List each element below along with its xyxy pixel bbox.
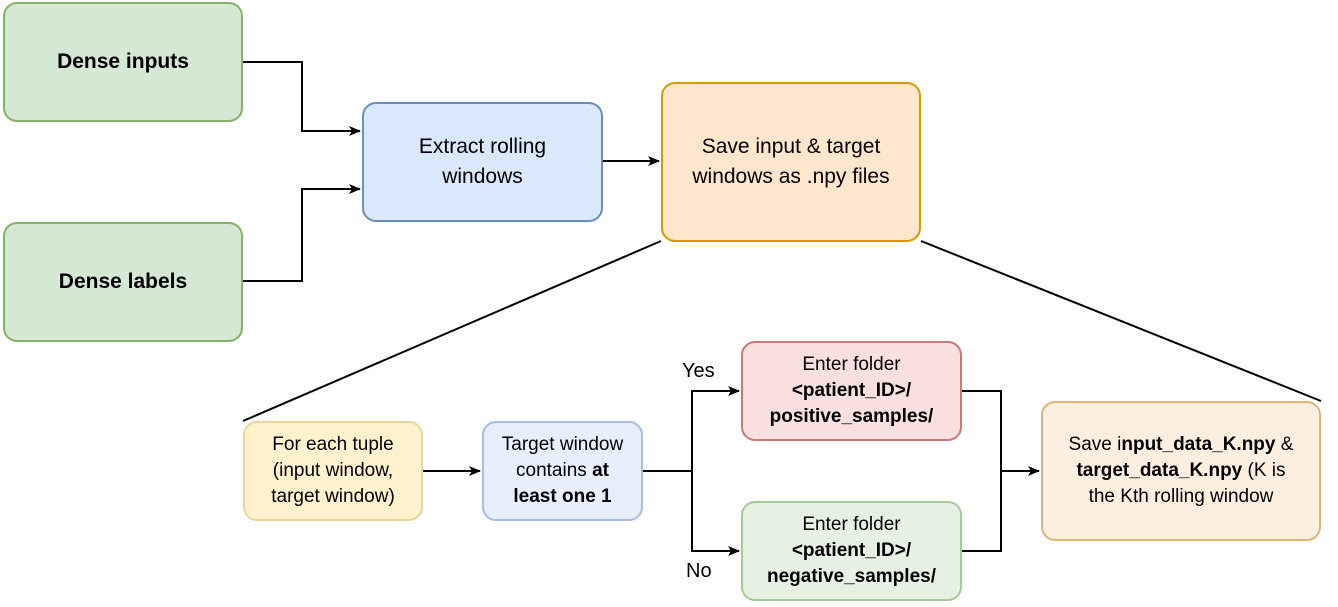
save-k-node: Save input_data_K.npy & target_data_K.np… <box>1041 401 1321 541</box>
for-each-line-1: For each tuple <box>272 434 394 455</box>
positive-line-3: positive_samples/ <box>769 406 934 427</box>
dense-inputs-label: Dense inputs <box>57 50 189 73</box>
extract-line-2: windows <box>442 165 523 188</box>
positive-line-2: <patient_ID>/ <box>791 380 912 401</box>
negative-line-2: <patient_ID>/ <box>791 540 912 561</box>
dense-inputs-node: Dense inputs <box>3 2 243 122</box>
target-line-2b: at <box>592 460 609 481</box>
edge-positive-to-save <box>962 390 1040 476</box>
for-each-line-3: target window) <box>271 486 395 507</box>
save-k-line-3: the Kth rolling window <box>1088 486 1274 507</box>
negative-line-3: negative_samples/ <box>767 566 936 587</box>
positive-line-1: Enter folder <box>802 354 901 375</box>
target-line-3: least one 1 <box>513 486 612 507</box>
no-label: No <box>686 560 712 582</box>
zoom-line-right <box>920 240 1322 402</box>
save-k-line-1c: & <box>1275 434 1294 455</box>
yes-label: Yes <box>682 360 715 382</box>
save-k-line-2: target_data_K.npy (K is <box>1076 458 1285 484</box>
save-k-line-2b: (K is <box>1242 460 1286 481</box>
edge-branch-no <box>691 471 740 556</box>
dense-labels-node: Dense labels <box>3 222 243 342</box>
edge-negative-to-save <box>962 471 1002 552</box>
save-k-line-1: Save input_data_K.npy & <box>1069 432 1294 458</box>
save-k-line-1b: nput_data_K.npy <box>1121 434 1276 455</box>
edge-inputs-to-extract <box>243 61 361 136</box>
edge-branch-yes <box>691 386 740 471</box>
positive-folder-node: Enter folder <patient_ID>/ positive_samp… <box>741 341 962 441</box>
target-window-node: Target window contains at least one 1 <box>482 421 643 521</box>
save-npy-line-2: windows as .npy files <box>692 165 890 188</box>
target-line-1: Target window <box>501 434 624 455</box>
extract-line-1: Extract rolling <box>418 135 547 158</box>
target-line-2: contains at <box>516 458 609 484</box>
edge-labels-to-extract <box>243 184 361 282</box>
save-k-line-2a: target_data_K.npy <box>1076 460 1243 481</box>
save-npy-node: Save input & target windows as .npy file… <box>661 82 921 242</box>
extract-windows-node: Extract rolling windows <box>362 102 603 222</box>
negative-folder-node: Enter folder <patient_ID>/ negative_samp… <box>741 501 962 601</box>
save-npy-line-1: Save input & target <box>701 135 881 158</box>
save-k-line-1a: Save i <box>1068 434 1122 455</box>
target-line-2a: contains <box>516 460 593 481</box>
negative-line-1: Enter folder <box>802 514 901 535</box>
zoom-line-left <box>242 240 662 422</box>
dense-labels-label: Dense labels <box>58 270 188 293</box>
for-each-tuple-node: For each tuple (input window, target win… <box>243 421 423 521</box>
for-each-line-2: (input window, <box>272 460 394 481</box>
